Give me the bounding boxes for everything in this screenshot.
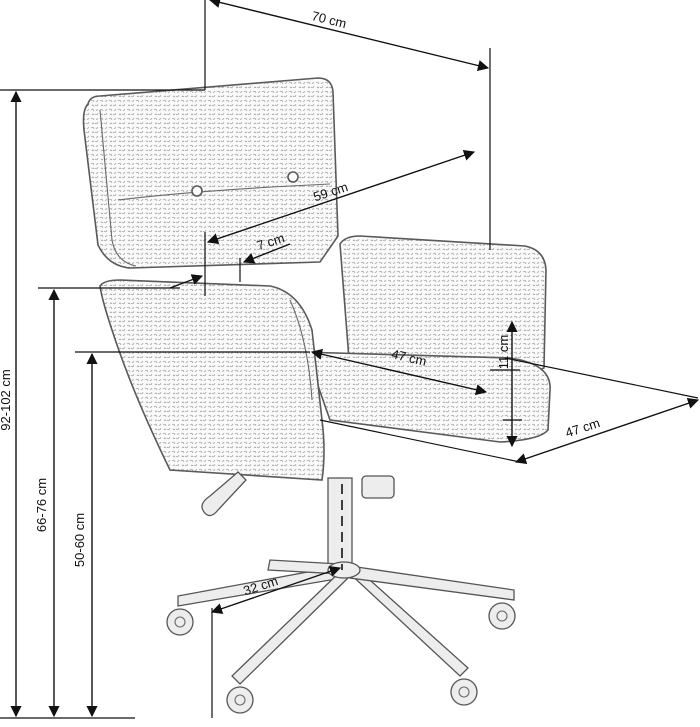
seat-width-dimension-line [310, 348, 488, 396]
backrest-button-left [191, 185, 203, 197]
total-height-label: 92-102 cm [0, 369, 13, 430]
base-radius-label: 32 cm [241, 573, 279, 598]
caster-front-right [450, 678, 478, 706]
seat-height-label: 50-60 cm [72, 513, 87, 567]
gas-lift-cylinder [327, 477, 353, 571]
armrest-above-seat-label: 11 cm [496, 335, 511, 369]
caster-front-left [226, 686, 254, 714]
total-width-dimension-line [208, 0, 490, 72]
star-base [177, 559, 515, 685]
base-radius-dimension-line [210, 565, 342, 615]
casters [166, 602, 516, 714]
backrest [82, 77, 339, 269]
backrest-button-right [287, 171, 299, 183]
armrest-height-label: 66-76 cm [34, 478, 49, 532]
chair-illustration [82, 77, 551, 714]
backrest-side-edge [99, 109, 137, 267]
armrest-width-dimension-line-b [242, 243, 291, 264]
height-lever [201, 471, 247, 517]
total-width-label: 70 cm [310, 8, 348, 31]
seat-depth-dimension-line [514, 397, 700, 465]
caster-left [166, 608, 194, 636]
armrest-left [99, 279, 325, 481]
tilt-mechanism [361, 475, 395, 499]
backrest-width-dimension-line [206, 149, 476, 245]
armrest-width-dimension-line-a [169, 274, 204, 289]
caster-right [488, 602, 516, 630]
seat-depth-label: 47 cm [563, 415, 601, 440]
